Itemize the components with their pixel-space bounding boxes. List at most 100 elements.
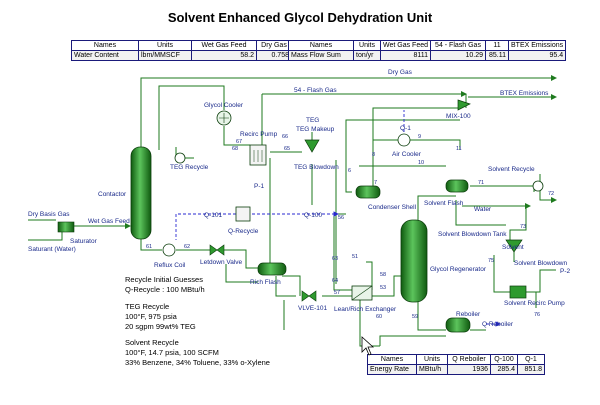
glycol-regenerator-vessel[interactable]	[400, 219, 428, 303]
label-recirc-pump: Recirc Pump	[240, 131, 278, 138]
label-p2: P-2	[560, 268, 571, 275]
label-solvent-recycle: Solvent Recycle	[488, 166, 535, 173]
mix100-icon[interactable]	[457, 99, 471, 111]
mouse-cursor-icon	[361, 336, 375, 356]
mass-flow-table: Names Units Wet Gas Feed 54 - Flash Gas …	[288, 40, 567, 61]
note-line: 100°F, 975 psia	[125, 312, 177, 321]
label-wet-gas-feed: Wet Gas Feed	[88, 218, 130, 225]
stream-number: 68	[232, 146, 238, 152]
rich-flash-icon[interactable]	[257, 262, 287, 276]
air-cooler-icon[interactable]	[397, 133, 411, 147]
stream-number: 64	[332, 278, 338, 284]
stream-saturant	[28, 232, 63, 241]
stream-number: 11	[456, 146, 462, 152]
note-line: Q-Recycle : 100 MBtu/h	[125, 285, 205, 294]
stream-number: 9	[418, 134, 421, 140]
stream-58	[372, 275, 402, 297]
stream-number: 72	[548, 191, 554, 197]
table-cell: 95.4	[508, 50, 567, 61]
recycle-guesses-note: Recycle Initial Guesses Q-Recycle : 100 …	[125, 275, 205, 295]
label-saturator: Saturator	[70, 238, 98, 245]
stream-71	[470, 185, 535, 192]
stream-73	[509, 206, 527, 240]
stream-p2-line	[526, 269, 556, 293]
contactor-vessel[interactable]	[130, 146, 152, 240]
saturator-unit[interactable]	[57, 221, 75, 233]
label-teg: TEG	[306, 117, 319, 124]
label-teg-makeup: TEG Makeup	[296, 126, 335, 133]
label-glycol-cooler: Glycol Cooler	[204, 102, 244, 109]
table-cell: 851.8	[517, 364, 545, 375]
letdown-valve-icon[interactable]	[209, 244, 225, 256]
stream-reboiler-in	[417, 300, 446, 331]
note-line: Recycle Initial Guesses	[125, 275, 203, 284]
label-p1: P-1	[254, 183, 265, 190]
label-letdown-valve: Letdown Valve	[200, 259, 243, 266]
q-recycle-icon[interactable]	[235, 206, 251, 222]
label-solvent-blowdown: Solvent Blowdown	[514, 260, 567, 267]
label-btex: BTEX Emissions	[500, 90, 549, 97]
solvent-recycle-note: Solvent Recycle 100°F, 14.7 psia, 100 SC…	[125, 338, 270, 368]
label-teg-recycle: TEG Recycle	[170, 164, 209, 171]
recirc-pump-lines	[253, 150, 263, 162]
stream-number: 75	[488, 258, 494, 264]
label-mix100: MIX-100	[446, 113, 471, 120]
label-vlve101: VLVE-101	[298, 305, 328, 312]
stream-number: 53	[380, 285, 386, 291]
label-solvent-flash: Solvent Flash	[424, 200, 464, 207]
label-q101: Q-101	[204, 212, 222, 219]
stream-number: 6	[348, 168, 351, 174]
stream-number: 61	[146, 244, 152, 250]
table-cell: 8111	[379, 50, 432, 61]
solvent-flash-icon[interactable]	[445, 179, 469, 193]
teg-makeup-icon[interactable]	[304, 139, 320, 153]
teg-recycle-icon[interactable]	[174, 152, 186, 164]
label-solvent-blowdown-tank: Solvent Blowdown Tank	[438, 231, 507, 238]
label-q-recycle: Q-Recycle	[228, 228, 259, 235]
stream-letdown	[224, 249, 258, 269]
note-line: 100°F, 14.7 psia, 100 SCFM	[125, 348, 219, 357]
label-reboiler: Reboiler	[456, 311, 481, 318]
reflux-coil-icon[interactable]	[162, 243, 176, 257]
vlve101-icon[interactable]	[301, 290, 317, 302]
label-q-reboiler: Q Reboiler	[482, 321, 514, 328]
stream-glycol-cooler	[158, 85, 225, 150]
stream-number: 57	[334, 290, 340, 296]
note-line: 20 sgpm 99wt% TEG	[125, 322, 196, 331]
stream-condenser-return	[345, 119, 460, 193]
energy-rate-table: Names Units Q Reboiler Q-100 Q-1 Energy …	[367, 354, 545, 375]
label-lean-rich-exchanger: Lean/Rich Exchanger	[334, 306, 397, 313]
label-q100: Q-100	[304, 212, 322, 219]
stream-number: 10	[418, 160, 424, 166]
note-line: 33% Benzene, 34% Toluene, 33% o-Xylene	[125, 358, 270, 367]
stream-dry-gas	[140, 75, 557, 148]
stream-number: 60	[376, 314, 382, 320]
label-water: Water	[474, 206, 492, 213]
stream-75	[493, 255, 510, 293]
condenser-shell-icon[interactable]	[355, 185, 381, 199]
teg-recycle-note: TEG Recycle 100°F, 975 psia 20 sgpm 99wt…	[125, 302, 196, 332]
solvent-blowdown-tank-icon[interactable]	[505, 239, 523, 253]
label-condenser-shell: Condenser Shell	[368, 204, 417, 211]
stream-number: 63	[332, 256, 338, 262]
stream-letdown-to-flash	[225, 264, 258, 283]
stream-number: 56	[338, 215, 344, 221]
reboiler-icon[interactable]	[445, 317, 471, 333]
label-saturant: Saturant (Water)	[28, 246, 76, 253]
stream-8-9	[410, 139, 461, 150]
energy-streams	[175, 110, 501, 327]
stream-61	[140, 236, 162, 251]
p2-pump-icon[interactable]	[509, 285, 527, 299]
solvent-recycle-icon[interactable]	[532, 180, 544, 192]
label-flash-gas: 54 - Flash Gas	[294, 87, 337, 94]
energy-q101	[175, 213, 236, 240]
label-dry-basis-gas: Dry Basis Gas	[28, 211, 70, 218]
stream-number: 58	[380, 272, 386, 278]
stream-rich-flash-liquid	[275, 276, 296, 297]
exchanger-diagonal	[351, 285, 373, 301]
label-teg-blowdown: TEG Blowdown	[294, 164, 339, 171]
stream-53	[366, 261, 373, 290]
label-q1: Q-1	[400, 125, 411, 132]
stream-56	[333, 213, 352, 291]
